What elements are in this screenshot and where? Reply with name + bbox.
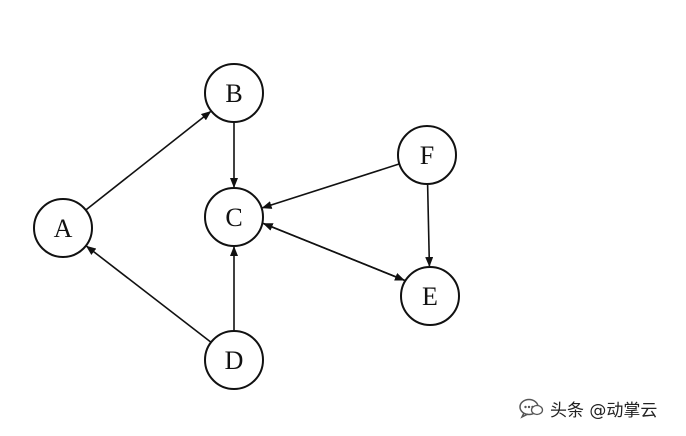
node-a: A (33, 198, 93, 258)
nodes-layer: A B C D E F (33, 63, 460, 390)
node-b: B (204, 63, 264, 123)
edges-layer (85, 110, 434, 343)
edge-f-to-c (261, 163, 400, 209)
node-e: E (400, 266, 460, 326)
watermark-text: 头条 @动掌云 (550, 400, 658, 421)
node-circle (204, 330, 264, 390)
node-label: E (422, 282, 438, 311)
watermark: 头条 @动掌云 (518, 393, 657, 423)
node-f: F (397, 125, 457, 185)
edge-e-to-c (262, 222, 406, 282)
edge-d-to-a (85, 245, 212, 343)
edge-f-to-e (425, 183, 434, 267)
node-label: B (225, 79, 242, 108)
node-label: D (225, 346, 244, 375)
chat-bubble-icon (519, 398, 544, 419)
node-circle (397, 125, 457, 185)
edge-a-to-b (85, 110, 212, 211)
node-circle (204, 187, 264, 247)
node-circle (400, 266, 460, 326)
node-circle (33, 198, 93, 258)
node-label: C (225, 203, 242, 232)
node-d: D (204, 330, 264, 390)
node-c: C (204, 187, 264, 247)
node-label: A (54, 214, 73, 243)
node-label: F (420, 141, 434, 170)
node-circle (204, 63, 264, 123)
